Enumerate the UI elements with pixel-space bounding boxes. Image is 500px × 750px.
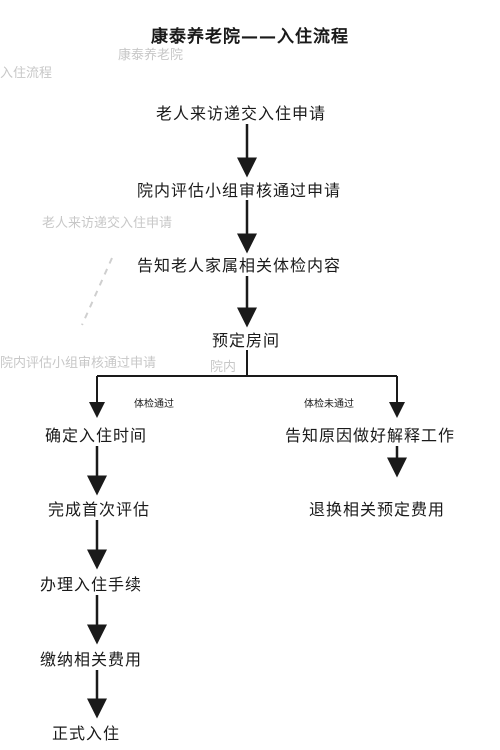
pass-step-3: 办理入住手续 — [40, 575, 143, 594]
pass-step-2: 完成首次评估 — [48, 500, 151, 519]
step-review: 院内评估小组审核通过申请 — [137, 181, 342, 200]
ghost-dashed-arrow — [81, 257, 113, 326]
fail-step-2: 退换相关预定费用 — [309, 500, 446, 519]
step-apply: 老人来访递交入住申请 — [156, 104, 327, 123]
pass-step-5: 正式入住 — [52, 724, 121, 743]
branch-fail-label: 体检未通过 — [304, 399, 354, 410]
ghost-text-3: 老人来访递交入住申请 — [42, 216, 173, 231]
diagram-title: 康泰养老院——入住流程 — [151, 27, 349, 47]
pass-step-4: 缴纳相关费用 — [40, 650, 143, 669]
step-notify: 告知老人家属相关体检内容 — [137, 256, 342, 275]
branch-pass-label: 体检通过 — [134, 399, 174, 410]
ghost-text-5: 院内 — [210, 360, 237, 375]
ghost-text-2: 康泰养老院 — [118, 48, 184, 63]
ghost-text-1: 入住流程 — [0, 66, 53, 81]
ghost-text-4: 院内评估小组审核通过申请 — [0, 356, 157, 371]
step-reserve: 预定房间 — [212, 331, 281, 350]
fail-step-1: 告知原因做好解释工作 — [285, 426, 456, 445]
pass-step-1: 确定入住时间 — [45, 426, 148, 445]
